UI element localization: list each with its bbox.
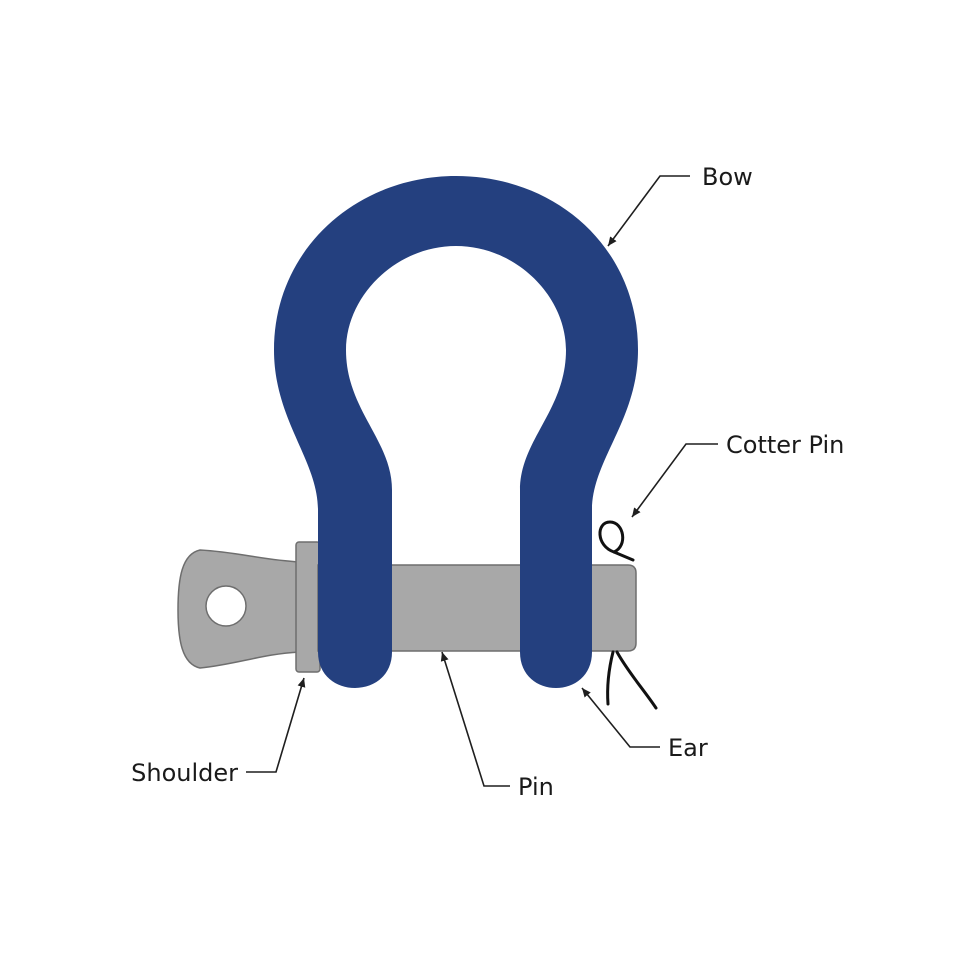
cotter-pin <box>598 520 658 710</box>
cotter-pin-leg-right <box>615 650 658 710</box>
cotter-pin-leg-left <box>606 650 615 706</box>
shoulder-leader <box>246 677 306 773</box>
shoulder-collar <box>295 541 321 673</box>
pin-label: Pin <box>518 773 554 801</box>
bow-shape <box>274 176 638 688</box>
ear-leader <box>581 687 660 748</box>
cotter-pin-loop <box>598 520 625 554</box>
cotter-pin-leader <box>631 443 718 518</box>
bow-leader <box>607 175 690 247</box>
ear-label: Ear <box>668 734 708 762</box>
pin-eye-hole <box>205 585 247 627</box>
bow-label: Bow <box>702 163 753 191</box>
cotter-pin-leg-upper <box>612 550 635 562</box>
pin-leader <box>440 651 510 787</box>
shoulder-label: Shoulder <box>131 759 238 787</box>
cotter-pin-label: Cotter Pin <box>726 431 844 459</box>
